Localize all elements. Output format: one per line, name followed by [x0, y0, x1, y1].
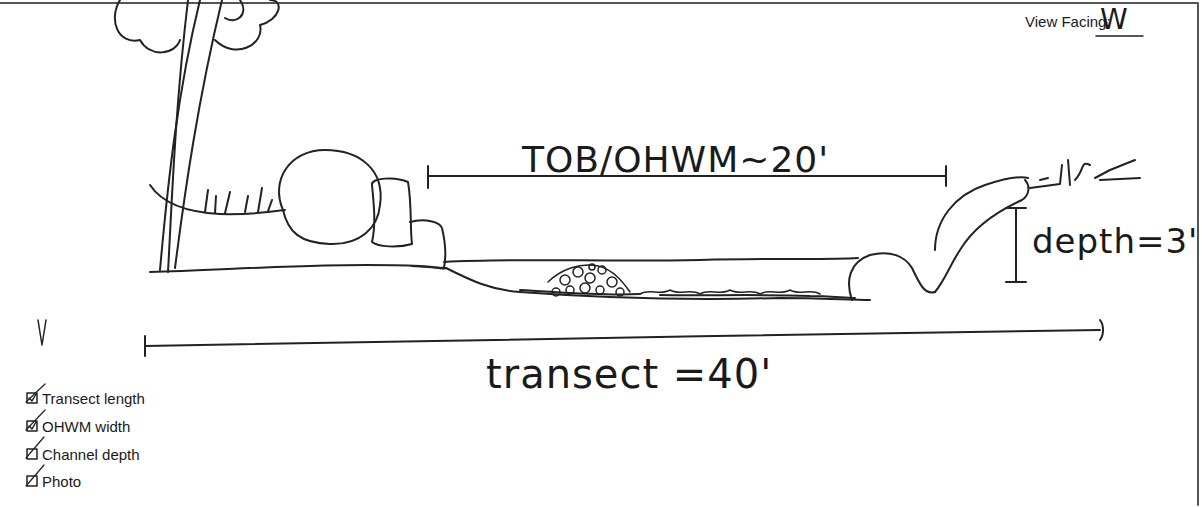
checklist-item: Channel depth: [42, 447, 140, 462]
check-mark: [38, 320, 46, 345]
boulder: [279, 150, 381, 244]
gravel: [548, 264, 820, 296]
width-dimension: TOB/OHWM~20': [522, 142, 829, 178]
transect-dimension: transect =40': [486, 354, 772, 394]
view-label: View Facing:: [1025, 14, 1111, 29]
channel: [444, 253, 935, 300]
transect-line: [145, 320, 1103, 356]
left-bank: [150, 150, 446, 272]
boulder: [372, 178, 412, 246]
checklist-item: Transect length: [42, 391, 145, 406]
depth-dimension: depth=3': [1032, 224, 1198, 258]
underline: [1096, 35, 1143, 37]
boulder: [849, 253, 935, 300]
tree: [115, 0, 279, 272]
checklist-item: OHWM width: [42, 419, 130, 434]
checklist-item: Photo: [42, 474, 81, 489]
view-direction: W: [1100, 6, 1129, 34]
depth-bracket: [1006, 208, 1026, 282]
